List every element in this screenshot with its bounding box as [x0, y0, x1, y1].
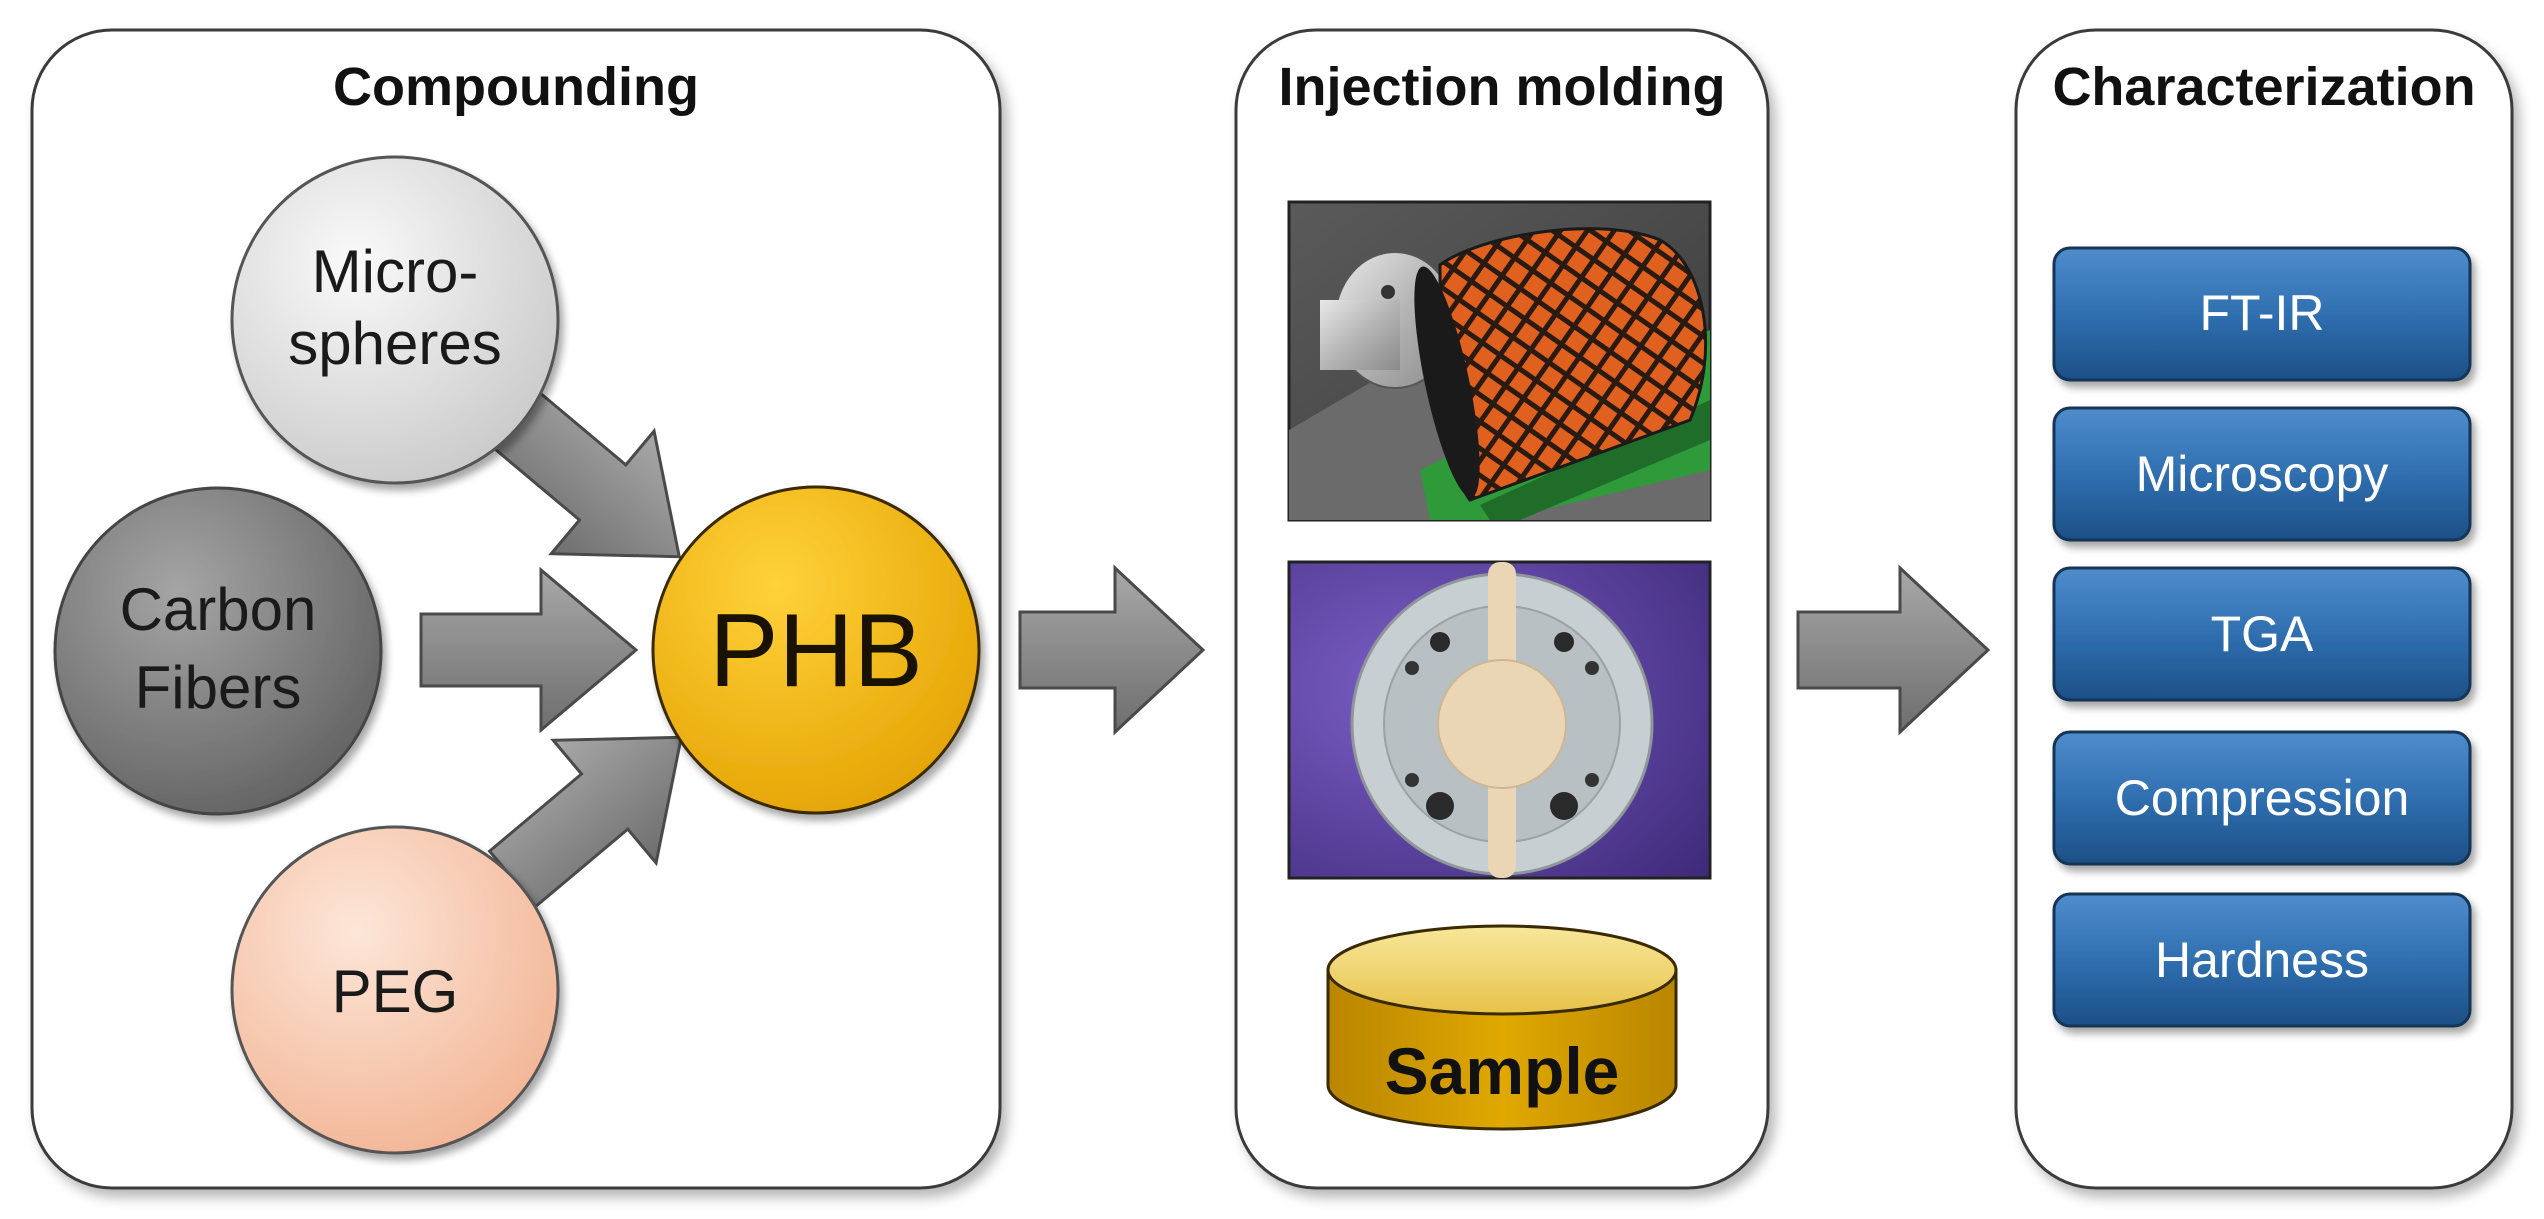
method-label-microscopy: Microscopy: [2136, 446, 2389, 502]
arrow-carbon-fibers-to-phb: [419, 566, 639, 734]
method-label-hardness: Hardness: [2155, 932, 2369, 988]
arrow-peg-to-phb: [487, 735, 684, 909]
mixing-arrows: [419, 385, 684, 909]
method-hardness: Hardness: [2052, 892, 2472, 1028]
method-label-ftir: FT-IR: [2200, 285, 2325, 341]
mold-photo: [1287, 200, 1712, 522]
carbon-fibers-label-line1: Carbon: [120, 576, 317, 643]
microspheres-label-line2: spheres: [288, 310, 501, 377]
injection-molding-panel: Injection molding: [1234, 28, 1770, 1190]
sample-label: Sample: [1385, 1034, 1620, 1108]
microspheres-circle: [230, 155, 560, 485]
microspheres-label-line1: Micro-: [312, 238, 479, 305]
characterization-title: Characterization: [2052, 57, 2475, 117]
sample-disk: Sample: [1326, 924, 1678, 1131]
compounding-title: Compounding: [333, 57, 699, 117]
arrow-microspheres-to-phb: [485, 385, 682, 559]
method-label-tga: TGA: [2211, 606, 2314, 662]
method-microscopy: Microscopy: [2052, 406, 2472, 542]
method-compression: Compression: [2052, 730, 2472, 866]
arrow-injection-to-characterization: [1796, 564, 1991, 736]
method-label-compression: Compression: [2115, 770, 2410, 826]
carbon-fibers-circle: [53, 486, 383, 816]
carbon-fibers-node: Carbon Fibers: [53, 486, 383, 816]
method-ftir: FT-IR: [2052, 246, 2472, 382]
phb-label: PHB: [709, 593, 923, 709]
peg-label: PEG: [332, 958, 459, 1025]
peg-circle: [230, 825, 560, 1155]
arrow-compounding-to-injection: [1018, 564, 1206, 736]
method-tga: TGA: [2052, 566, 2472, 702]
peg-node: PEG: [230, 825, 560, 1155]
characterization-panel: Characterization FT-IR Microscopy TGA Co…: [2014, 28, 2514, 1190]
carbon-fibers-label-line2: Fibers: [135, 654, 302, 721]
injection-molding-title: Injection molding: [1279, 57, 1726, 117]
sample-mold-photo: [1287, 560, 1712, 880]
phb-node: PHB: [651, 485, 981, 815]
phb-circle: [651, 485, 981, 815]
microspheres-node: Micro- spheres: [230, 155, 560, 485]
